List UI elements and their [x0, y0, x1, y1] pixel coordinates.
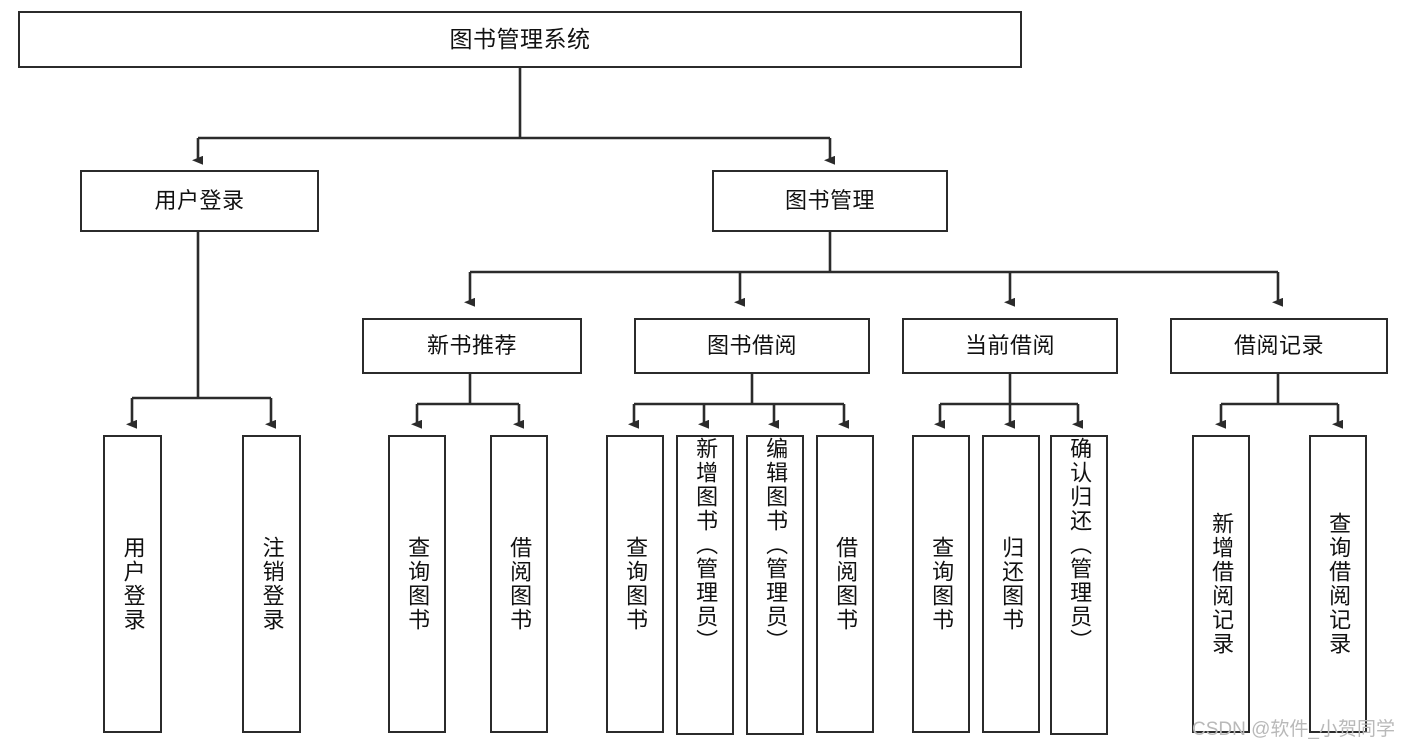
- node-leaf-query-book-current-label: 查询图书: [929, 536, 955, 632]
- node-current-borrow[interactable]: 当前借阅: [902, 318, 1118, 374]
- node-leaf-user-login[interactable]: 用户登录: [103, 435, 162, 733]
- node-user-login[interactable]: 用户登录: [80, 170, 319, 232]
- node-leaf-query-book-borrow[interactable]: 查询图书: [606, 435, 664, 733]
- node-leaf-add-borrow-record-label: 新增借阅记录: [1209, 512, 1235, 656]
- node-leaf-borrow-book-recommend-label: 借阅图书: [507, 536, 533, 632]
- node-leaf-add-book-admin[interactable]: 新增图书（管理员）: [676, 435, 734, 735]
- node-book-management[interactable]: 图书管理: [712, 170, 948, 232]
- node-leaf-query-book-recommend-label: 查询图书: [405, 536, 431, 632]
- node-leaf-return-book[interactable]: 归还图书: [982, 435, 1040, 733]
- node-leaf-add-book-admin-label: 新增图书（管理员）: [693, 437, 719, 653]
- node-leaf-add-borrow-record[interactable]: 新增借阅记录: [1192, 435, 1250, 733]
- node-root-system-label: 图书管理系统: [449, 26, 591, 53]
- node-leaf-query-borrow-record-label: 查询借阅记录: [1326, 512, 1352, 656]
- node-leaf-user-login-label: 用户登录: [120, 536, 146, 632]
- node-leaf-logout-label: 注销登录: [259, 536, 285, 632]
- node-leaf-query-book-recommend[interactable]: 查询图书: [388, 435, 446, 733]
- node-leaf-borrow-book-label: 借阅图书: [833, 536, 859, 632]
- node-leaf-query-borrow-record[interactable]: 查询借阅记录: [1309, 435, 1367, 733]
- node-leaf-query-book-current[interactable]: 查询图书: [912, 435, 970, 733]
- node-leaf-edit-book-admin[interactable]: 编辑图书（管理员）: [746, 435, 804, 735]
- node-leaf-edit-book-admin-label: 编辑图书（管理员）: [763, 437, 789, 653]
- node-book-management-label: 图书管理: [784, 188, 875, 214]
- node-leaf-confirm-return-admin[interactable]: 确认归还（管理员）: [1050, 435, 1108, 735]
- node-leaf-query-book-borrow-label: 查询图书: [623, 536, 649, 632]
- watermark-text: CSDN @软件_小贺同学: [1192, 719, 1395, 740]
- node-leaf-return-book-label: 归还图书: [999, 536, 1025, 632]
- node-leaf-confirm-return-admin-label: 确认归还（管理员）: [1067, 437, 1093, 653]
- node-leaf-borrow-book[interactable]: 借阅图书: [816, 435, 874, 733]
- node-root-system[interactable]: 图书管理系统: [18, 11, 1022, 68]
- node-new-book-recommend[interactable]: 新书推荐: [362, 318, 582, 374]
- node-borrow-records-label: 借阅记录: [1233, 333, 1324, 359]
- node-new-book-recommend-label: 新书推荐: [426, 333, 517, 359]
- node-borrow-records[interactable]: 借阅记录: [1170, 318, 1388, 374]
- node-book-borrow-label: 图书借阅: [706, 333, 797, 359]
- node-leaf-logout[interactable]: 注销登录: [242, 435, 301, 733]
- node-current-borrow-label: 当前借阅: [964, 333, 1055, 359]
- node-leaf-borrow-book-recommend[interactable]: 借阅图书: [490, 435, 548, 733]
- node-user-login-label: 用户登录: [154, 188, 245, 214]
- node-book-borrow[interactable]: 图书借阅: [634, 318, 870, 374]
